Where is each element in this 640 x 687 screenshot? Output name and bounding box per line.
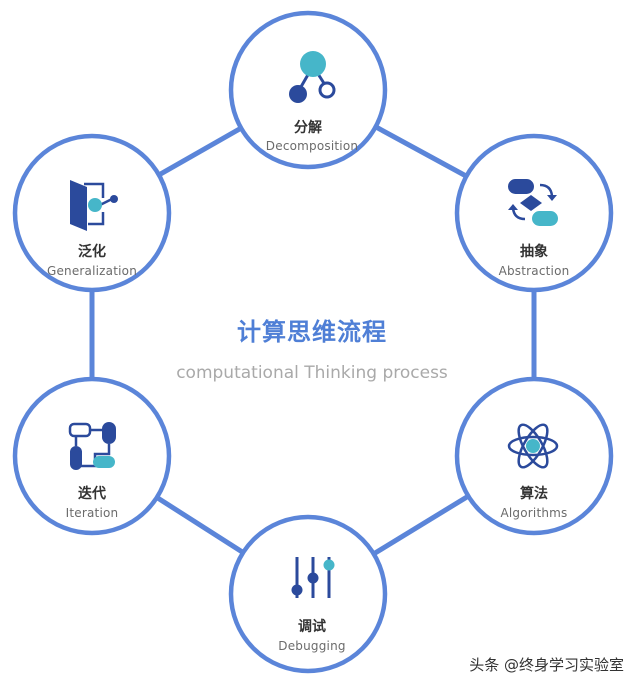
node-label-en: Algorithms <box>500 506 567 520</box>
sliders-icon <box>291 557 335 598</box>
node-abstraction: 抽象 Abstraction <box>454 133 614 293</box>
node-circle <box>12 376 172 536</box>
node-iteration: 迭代 Iteration <box>12 376 172 536</box>
node-label-cn: 调试 <box>298 618 326 635</box>
iteration-icon <box>68 422 116 470</box>
node-circle <box>454 133 614 293</box>
node-label-cn: 抽象 <box>520 243 548 260</box>
center-subtitle: computational Thinking process <box>176 363 448 383</box>
node-label-cn: 算法 <box>520 485 548 502</box>
node-label-en: Generalization <box>47 264 137 278</box>
node-label-cn: 迭代 <box>78 485 106 502</box>
node-label-cn: 分解 <box>294 119 322 136</box>
node-generalization: 泛化 Generalization <box>12 133 172 293</box>
node-algorithms: 算法 Algorithms <box>454 376 614 536</box>
decomposition-icon <box>289 51 336 103</box>
node-circle <box>228 514 388 674</box>
abstraction-icon <box>508 179 558 226</box>
node-label-en: Debugging <box>278 639 345 653</box>
node-circle <box>228 10 388 170</box>
center-title: 计算思维流程 <box>237 318 387 346</box>
node-label-en: Iteration <box>66 506 119 520</box>
node-label-cn: 泛化 <box>78 243 106 260</box>
generalization-icon <box>70 180 118 231</box>
node-circle <box>12 133 172 293</box>
node-label-en: Abstraction <box>499 264 570 278</box>
atom-icon <box>507 423 559 469</box>
node-decomposition: 分解 Decomposition <box>228 10 388 170</box>
watermark: 头条 @终身学习实验室 <box>469 656 624 674</box>
node-debugging: 调试 Debugging <box>228 514 388 674</box>
node-label-en: Decomposition <box>266 139 358 153</box>
